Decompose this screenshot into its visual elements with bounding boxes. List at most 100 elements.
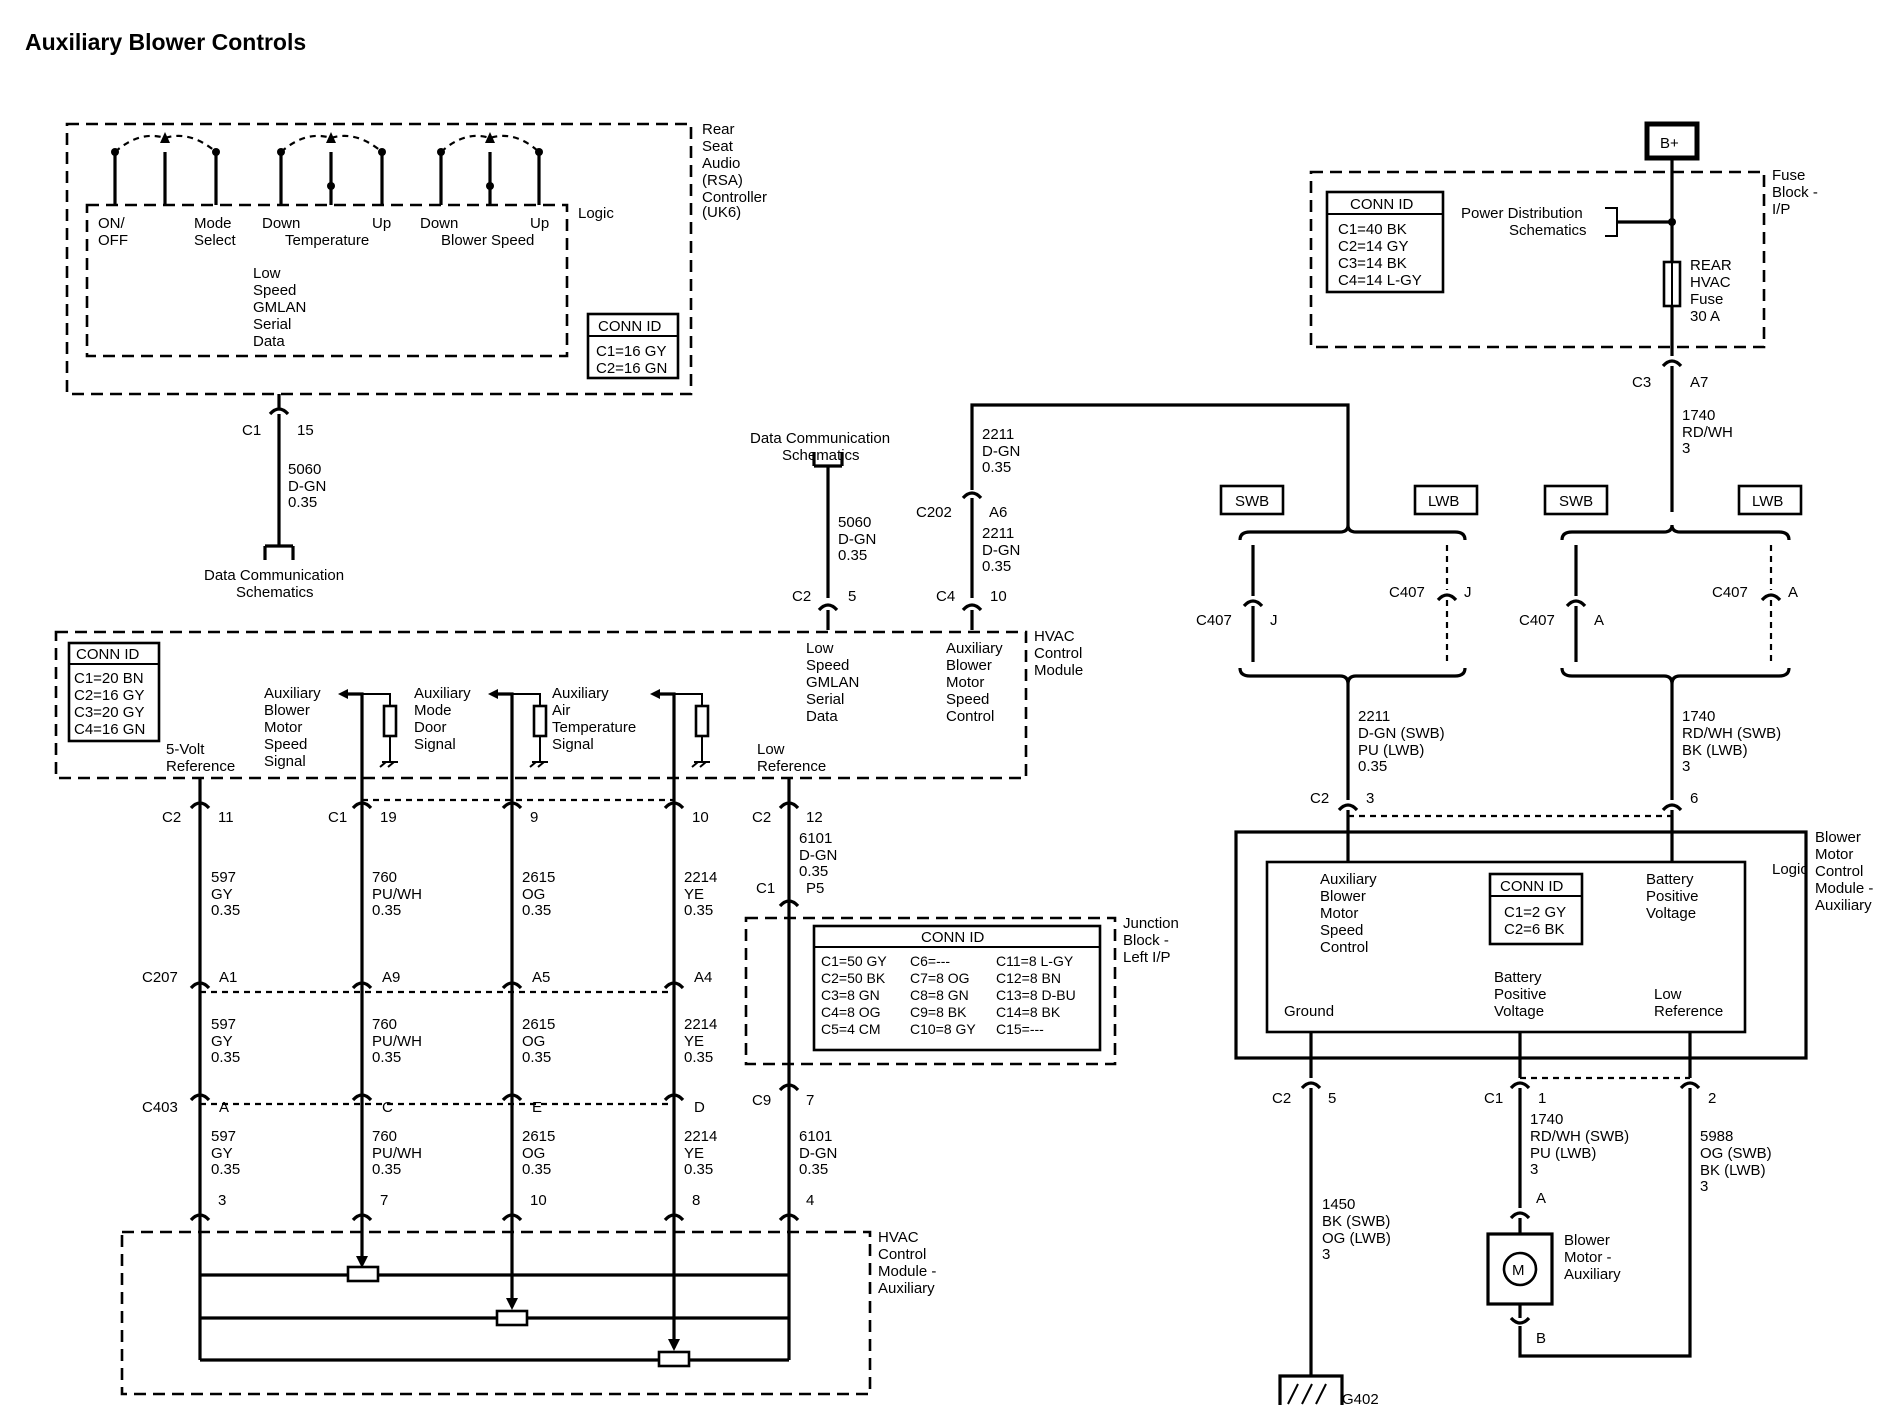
svg-text:Battery Positive V: Battery Positive Voltage <box>1646 871 1703 922</box>
rsa-name: Rear Seat Audio (RSA) Controller (UK6) <box>702 121 771 221</box>
signal-columns: C207 C403 C2 11 597 GY 0.35 A1 597 GY 0.… <box>142 778 717 1230</box>
svg-text:CONN ID: CONN ID <box>1350 196 1414 213</box>
svg-text:Battery Positive V: Battery Positive Voltage <box>1494 969 1551 1020</box>
svg-text:A9: A9 <box>382 969 400 986</box>
svg-text:PU (LWB): PU (LWB) <box>1530 1145 1596 1162</box>
svg-text:RD/WH: RD/WH <box>1682 424 1733 441</box>
sig-mode-door: Auxiliary Mode Door Signal <box>414 685 475 753</box>
svg-text:760: 760 <box>372 869 397 886</box>
svg-text:0.35: 0.35 <box>1358 758 1387 775</box>
svg-text:3: 3 <box>1682 758 1690 775</box>
svg-text:C2=14 GY: C2=14 GY <box>1338 238 1408 255</box>
svg-text:0.35: 0.35 <box>684 1049 713 1066</box>
hvac-signal-circuits <box>338 689 710 778</box>
svg-text:GY: GY <box>211 886 233 903</box>
svg-text:C1: C1 <box>328 809 347 826</box>
svg-text:2214: 2214 <box>684 1128 717 1145</box>
svg-text:OG: OG <box>522 1033 545 1050</box>
svg-text:Schematics: Schematics <box>1509 222 1587 239</box>
svg-text:YE: YE <box>684 886 704 903</box>
sig-low-ref: Low Reference <box>757 741 826 775</box>
svg-text:Power Distribution: Power Distribution <box>1461 205 1583 222</box>
svg-text:GY: GY <box>211 1033 233 1050</box>
svg-text:2211: 2211 <box>1358 708 1390 725</box>
svg-text:2214: 2214 <box>684 1016 717 1033</box>
svg-text:OG: OG <box>522 886 545 903</box>
svg-text:1740: 1740 <box>1530 1111 1563 1128</box>
svg-text:7: 7 <box>380 1192 388 1209</box>
sig-blower-control: Auxiliary Blower Motor Speed Control <box>946 640 1007 725</box>
hvac-name: HVAC Control Module <box>1034 628 1087 679</box>
svg-text:M: M <box>1512 1262 1525 1279</box>
svg-text:Blower Motor - Aux: Blower Motor - Auxiliary <box>1564 1232 1621 1283</box>
svg-text:3: 3 <box>1700 1178 1708 1195</box>
svg-text:2615: 2615 <box>522 1128 555 1145</box>
svg-text:0.35: 0.35 <box>838 547 867 564</box>
wire-5060-hvac: Data Communication Schematics 5060 D-GN … <box>750 430 890 630</box>
svg-text:0.35: 0.35 <box>288 494 317 511</box>
svg-text:BK (LWB): BK (LWB) <box>1682 742 1748 759</box>
svg-text:PU (LWB): PU (LWB) <box>1358 742 1424 759</box>
svg-text:2211: 2211 <box>982 525 1014 542</box>
svg-text:4: 4 <box>806 1192 814 1209</box>
svg-text:C3: C3 <box>1632 374 1651 391</box>
sig-5v-ref: 5-Volt Reference <box>166 741 235 775</box>
svg-text:C4: C4 <box>936 588 955 605</box>
svg-text:C1=2 GY: C1=2 GY <box>1504 904 1566 921</box>
svg-text:YE: YE <box>684 1145 704 1162</box>
svg-text:Logic: Logic <box>1772 861 1808 878</box>
svg-text:C9: C9 <box>752 1092 771 1109</box>
svg-text:6101: 6101 <box>799 830 832 847</box>
svg-text:C2=16 GN: C2=16 GN <box>596 360 667 377</box>
rsa-logic-label: Logic <box>578 205 614 222</box>
svg-text:A: A <box>1788 584 1798 601</box>
svg-text:11: 11 <box>218 809 234 826</box>
svg-text:A: A <box>219 1099 229 1116</box>
svg-text:Data Communication: Data Communication <box>750 430 890 447</box>
svg-text:1740: 1740 <box>1682 708 1715 725</box>
col-2: C1 19 760 PU/WH 0.35 A9 760 PU/WH 0.35 C… <box>328 778 422 1230</box>
svg-text:7: 7 <box>806 1092 814 1109</box>
svg-text:1: 1 <box>1538 1090 1546 1107</box>
svg-text:0.35: 0.35 <box>522 902 551 919</box>
rsa-conn-id: CONN ID C1=16 GY C2=16 GN <box>586 312 680 380</box>
rsa-controller: Rear Seat Audio (RSA) Controller (UK6) L… <box>65 121 771 396</box>
swb-lwb-branches: SWB LWB SWB LWB C407 J C407 J C407 A C40… <box>1196 484 1803 685</box>
svg-text:BK (SWB): BK (SWB) <box>1322 1213 1390 1230</box>
svg-text:760: 760 <box>372 1128 397 1145</box>
svg-text:2211: 2211 <box>982 426 1014 443</box>
wire-6101-low-ref: C2 12 6101 D-GN 0.35 C1 P5 C9 7 6101 D-G… <box>752 778 837 1230</box>
svg-text:0.35: 0.35 <box>982 558 1011 575</box>
bmcm-bottom-wires: C2 5 C1 1 2 1450 BK (SWB) OG (LWB) 3 G40… <box>1272 1032 1772 1408</box>
svg-text:C407: C407 <box>1519 612 1555 629</box>
svg-text:C407: C407 <box>1712 584 1748 601</box>
svg-text:D-GN: D-GN <box>982 443 1020 460</box>
svg-text:C4=16 GN: C4=16 GN <box>74 721 145 738</box>
svg-text:C1=50 GY C2=50 BK: C1=50 GY C2=50 BK C3=8 GN C4=8 OG C5=4 C… <box>821 953 890 1037</box>
svg-text:A6: A6 <box>989 504 1007 521</box>
svg-text:0.35: 0.35 <box>372 1049 401 1066</box>
svg-text:C2: C2 <box>752 809 771 826</box>
svg-text:RD/WH (SWB): RD/WH (SWB) <box>1682 725 1781 742</box>
svg-text:PU/WH: PU/WH <box>372 1033 422 1050</box>
svg-text:CONN ID: CONN ID <box>76 646 140 663</box>
svg-text:2214: 2214 <box>684 869 717 886</box>
svg-text:GY: GY <box>211 1145 233 1162</box>
svg-text:J: J <box>1270 612 1278 629</box>
svg-text:0.35: 0.35 <box>799 863 828 880</box>
wires-to-bmcm: 2211 D-GN (SWB) PU (LWB) 0.35 1740 RD/WH… <box>1310 684 1781 818</box>
switch-blower-speed <box>437 132 543 205</box>
svg-text:C207: C207 <box>142 969 178 986</box>
svg-text:C6=--- C7=8 OG C8=: C6=--- C7=8 OG C8=8 GN C9=8 BK C10=8 GY <box>910 953 976 1037</box>
rsa-gmlan-label: Low Speed GMLAN Serial Data <box>253 265 311 350</box>
svg-text:5060: 5060 <box>288 461 321 478</box>
sig-gmlan: Low Speed GMLAN Serial Data <box>806 640 864 725</box>
svg-text:OG: OG <box>522 1145 545 1162</box>
svg-text:OG (SWB): OG (SWB) <box>1700 1145 1772 1162</box>
svg-text:C4=14 L-GY: C4=14 L-GY <box>1338 272 1422 289</box>
svg-text:C3=20 GY: C3=20 GY <box>74 704 144 721</box>
svg-text:D-GN: D-GN <box>799 847 837 864</box>
